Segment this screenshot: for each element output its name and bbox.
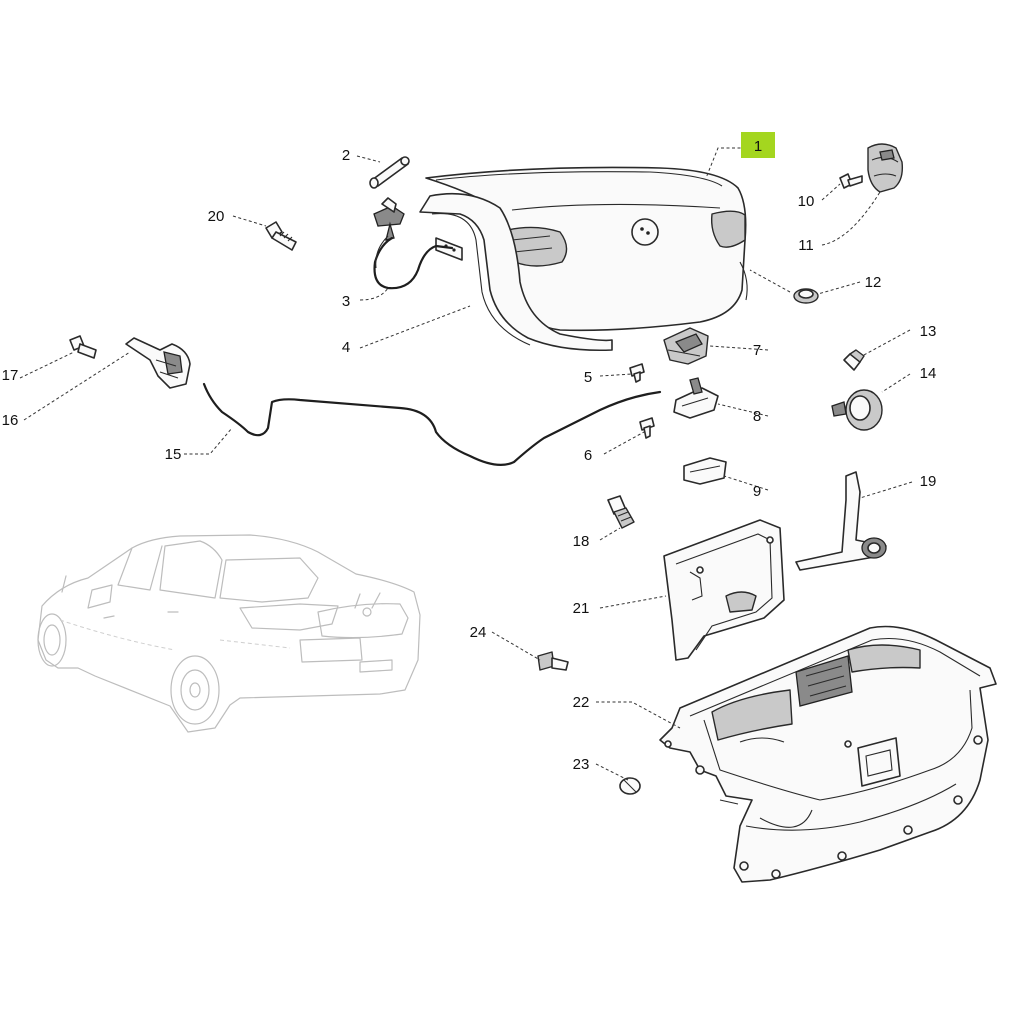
callout-12: 12	[865, 274, 882, 291]
screw-5	[629, 363, 645, 383]
callout-4: 4	[342, 339, 350, 356]
stop-bracket-11	[867, 143, 904, 193]
callout-23: 23	[573, 756, 590, 773]
callout-7: 7	[753, 342, 761, 359]
hinge-assembly	[373, 197, 454, 290]
release-cable	[202, 382, 662, 467]
striker-8	[673, 377, 719, 419]
screw-10	[839, 173, 863, 189]
inner-trim-panel-21	[663, 519, 785, 661]
callout-3: 3	[342, 293, 350, 310]
callout-16: 16	[2, 412, 19, 429]
clip-23	[619, 777, 641, 795]
latch-7	[663, 327, 709, 365]
callout-1-highlight	[741, 132, 775, 158]
callout-8: 8	[753, 408, 761, 425]
callout-18: 18	[573, 533, 590, 550]
trunk-liner-22	[659, 625, 997, 883]
callout-19: 19	[920, 473, 937, 490]
callout-24: 24	[470, 624, 487, 641]
callout-10: 10	[798, 193, 815, 210]
callout-14: 14	[920, 365, 937, 382]
callout-15: 15	[165, 446, 182, 463]
gas-strut-pin	[369, 156, 410, 189]
reference-car-outline	[37, 534, 421, 733]
callout-9: 9	[753, 483, 761, 500]
callout-5: 5	[584, 369, 592, 386]
screw-6	[639, 417, 655, 439]
bolt-24	[537, 651, 569, 671]
callout-21: 21	[573, 600, 590, 617]
leader-lines	[19, 147, 913, 781]
bracket-19	[795, 471, 887, 571]
bulb-13	[843, 349, 865, 371]
callout-17: 17	[2, 367, 19, 384]
lamp-14	[831, 389, 883, 431]
release-lever-16	[125, 337, 191, 389]
clip-9	[683, 457, 727, 485]
callout-2: 2	[342, 147, 350, 164]
trunk-lid	[425, 166, 748, 332]
grommet-12	[793, 288, 819, 304]
bolt-17	[69, 335, 97, 359]
callout-labels: 1 2 3 4 5 6 7 8 9 10 11 12 13 14 15 16 1…	[2, 132, 937, 773]
callout-22: 22	[573, 694, 590, 711]
callout-6: 6	[584, 447, 592, 464]
callout-20: 20	[208, 208, 225, 225]
bolt-20	[265, 221, 297, 251]
callout-13: 13	[920, 323, 937, 340]
callout-1: 1	[754, 138, 762, 155]
lock-cylinder-18	[607, 495, 635, 529]
callout-11: 11	[798, 237, 814, 254]
trunk-seal	[419, 192, 613, 352]
